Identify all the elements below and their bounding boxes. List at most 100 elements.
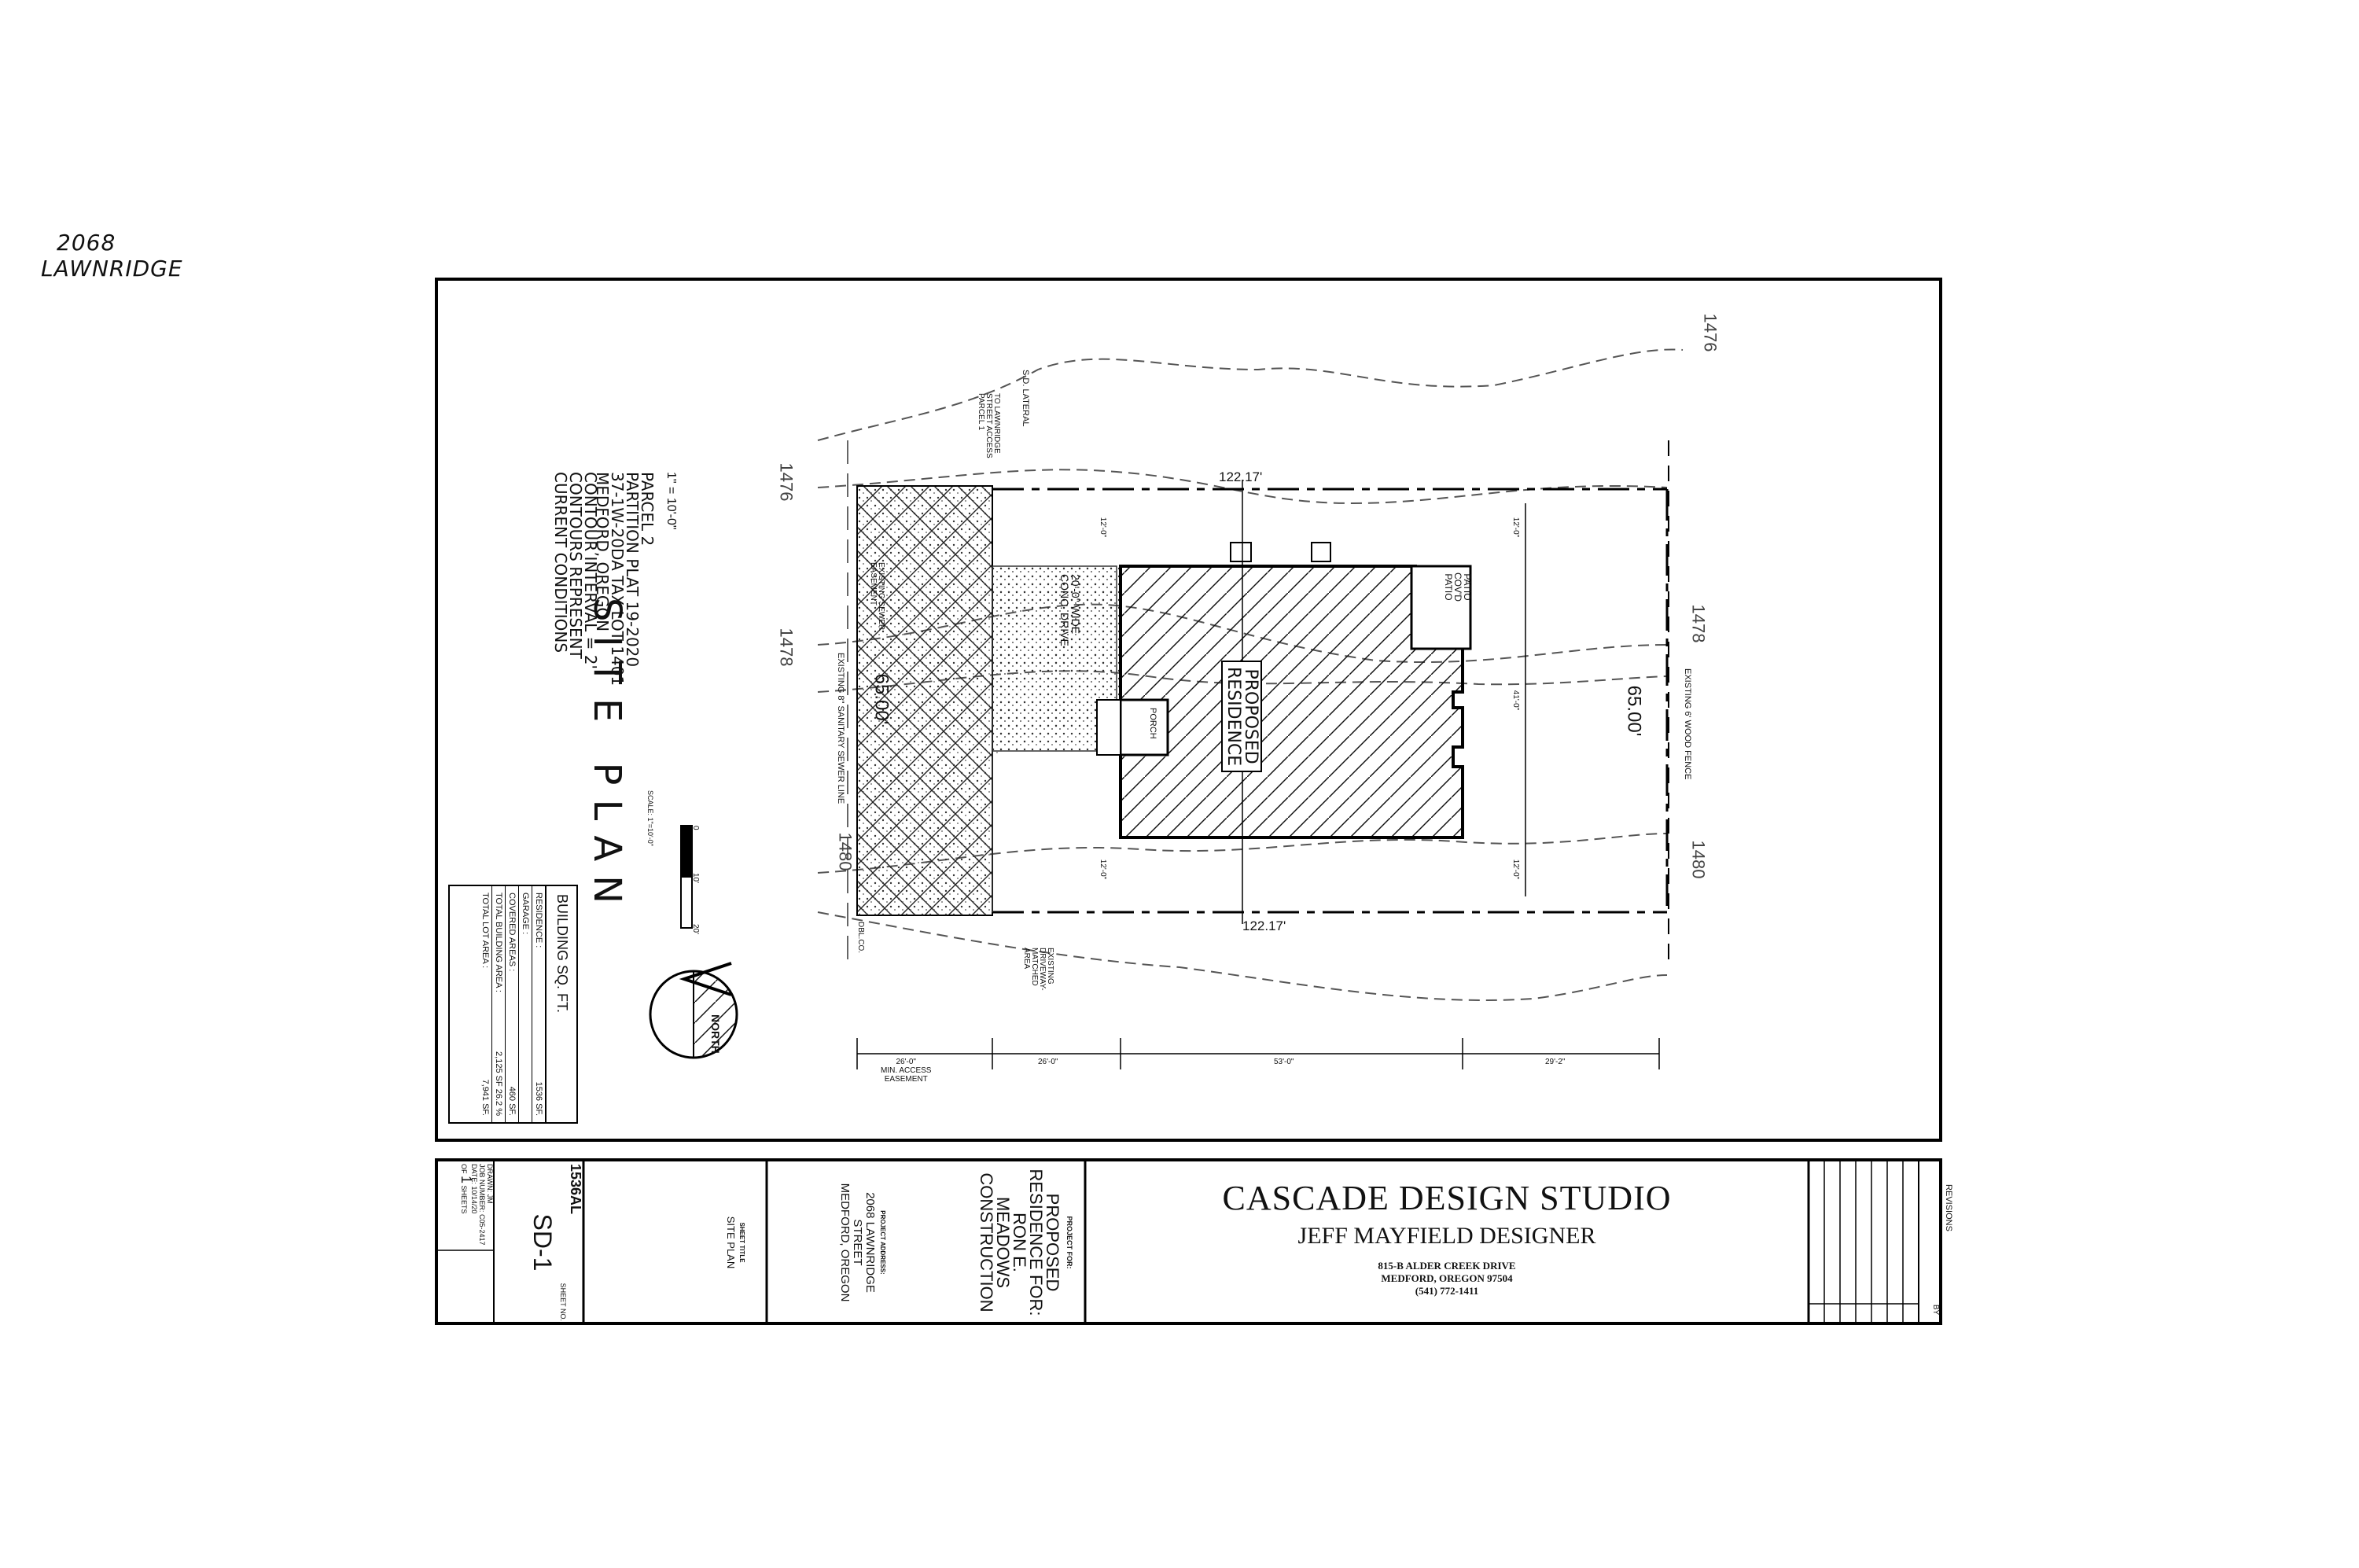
project-for-2: RESIDENCE FOR:: [1026, 1169, 1046, 1316]
site-plan: [649, 348, 1684, 1069]
lawnridge-access-3: PARCEL 1: [977, 393, 985, 431]
studio-name: CASCADE DESIGN STUDIO: [1222, 1179, 1672, 1217]
sheet-title-block: SHEET TITLE SITE PLAN: [725, 1164, 747, 1321]
legal-description: PARCEL 2 PARTITION PLAT 19-2020 37-1W-20…: [593, 472, 657, 686]
title-block: [435, 1158, 1942, 1325]
drawn-value: JM: [486, 1194, 494, 1204]
project-for-1: PROPOSED: [1043, 1193, 1062, 1292]
sewer-easement-2: EASEMENT: [869, 562, 878, 606]
sheet-number: SD-1: [528, 1213, 557, 1272]
dim-house-depth: 41'-0": [1511, 690, 1521, 711]
dim-setback-side2: 12'-0": [1099, 859, 1108, 880]
patio-label: PATIO COV'D PATIO: [1443, 572, 1473, 602]
studio-address: 815-B ALDER CREEK DRIVE MEDFORD, OREGON …: [1132, 1260, 1761, 1297]
project-address-block: PROJECT ADDRESS: 2068 LAWNRIDGE STREET M…: [838, 1164, 889, 1321]
sd-lateral-label: S.D. LATERAL: [1021, 370, 1030, 427]
sewer-line-label: EXISTING 8" SANITARY SEWER LINE: [836, 653, 845, 804]
fence-label: EXISTING 6' WOOD FENCE: [1683, 668, 1692, 780]
dim-lot-length-top: 122.17': [1219, 469, 1263, 484]
access-easement-dots: [857, 486, 992, 915]
porch-label: PORCH: [1148, 708, 1157, 739]
dim-easement-width: 65.00': [870, 673, 892, 725]
sheets-count: 1: [458, 1176, 474, 1184]
lawnridge-access-label: TO LAWNRIDGE STREET ACCESS PARCEL 1: [977, 393, 1001, 458]
job-label: JOB NUMBER:: [478, 1164, 486, 1213]
sqft-title: BUILDING SQ. FT.: [545, 886, 578, 1122]
revisions-label: REVISIONS: [1943, 1184, 1953, 1231]
project-for-3: RON E.: [1010, 1213, 1029, 1272]
sqft-table: BUILDING SQ. FT. RESIDENCE : 1536 SF. GAR…: [448, 885, 578, 1124]
contour-1476b: [817, 469, 1668, 505]
lawnridge-access-1: TO LAWNRIDGE: [992, 393, 1001, 454]
plan-number: 1536AL: [568, 1164, 583, 1215]
sqft-row2-label: GARAGE :: [521, 893, 530, 935]
porch: [1119, 698, 1169, 756]
patio-label-2: COV'D: [1452, 572, 1463, 602]
contour-1476: [817, 348, 1684, 441]
contour-label-6: 1480: [835, 832, 856, 871]
driveway-match-2: DRIVEWAY-: [1038, 948, 1047, 991]
project-for-5: CONSTRUCTION: [977, 1172, 996, 1312]
dim-seg1: 26'-0" MIN. ACCESS EASEMENT: [881, 1058, 931, 1084]
sqft-row3-label: COVERED AREAS :: [507, 893, 517, 972]
plan-scale: 1" = 10'-0": [664, 472, 678, 530]
job-value: C05-2417: [478, 1214, 486, 1246]
contour-1480: [817, 833, 1668, 874]
driveway-label-2: CONC. DRIVE: [1058, 574, 1071, 646]
sheet-title: SITE PLAN: [725, 1216, 737, 1269]
dbl-co-label: DBL.CO.: [856, 922, 865, 954]
sqft-row3-value: 460 SF.: [507, 1086, 517, 1116]
project-address-1: 2068 LAWNRIDGE: [863, 1192, 877, 1293]
lawnridge-access-2: STREET ACCESS: [984, 393, 993, 458]
dim-lot-width: 65.00': [1623, 685, 1645, 737]
dim-seg4: 29'-2": [1545, 1058, 1566, 1066]
scale-bar: [680, 825, 693, 929]
dim-seg1-note1: MIN. ACCESS: [881, 1066, 932, 1075]
dim-setback-side1: 12'-0": [1511, 859, 1521, 880]
driveway-label-1: 20'-0" WIDE: [1069, 574, 1082, 635]
by-label: BY: [1931, 1304, 1941, 1316]
contour-note-3: CURRENT CONDITIONS: [551, 472, 570, 653]
annotation-line1: 2068: [57, 230, 116, 256]
drawn-label: DRAWN:: [486, 1164, 494, 1193]
patio-label-3: PATIO: [1443, 573, 1454, 601]
sqft-row1-label: RESIDENCE :: [534, 893, 543, 948]
sqft-row1-value: 1536 SF.: [534, 1081, 543, 1116]
north-arrow: [649, 962, 738, 1059]
sewer-easement-label: EXISTING SEWER EASEMENT: [869, 562, 885, 630]
designer-name: JEFF MAYFIELD DESIGNER: [1297, 1223, 1596, 1249]
ac-unit: [1230, 542, 1252, 562]
north-label: NORTH: [709, 1014, 722, 1054]
date-value: 10/14/20: [470, 1186, 478, 1214]
project-address-2: STREET: [851, 1219, 864, 1266]
driveway-match-3: MATCHED: [1030, 948, 1039, 986]
scale-bar-zero: 0: [691, 826, 700, 830]
contour-label-4: 1478: [776, 628, 797, 667]
address-line1: 815-B ALDER CREEK DRIVE: [1378, 1260, 1516, 1272]
contour-label-5: 1480: [1688, 840, 1709, 879]
contour-label-1: 1476: [1700, 313, 1720, 352]
scale-bar-mid: 10': [691, 873, 700, 884]
residence-label-2: RESIDENCE: [1224, 667, 1243, 767]
project-address-3: MEDFORD, OREGON: [838, 1183, 852, 1302]
residence-label-1: PROPOSED: [1241, 668, 1260, 764]
hvac-unit: [1311, 542, 1331, 562]
dim-seg3: 53'-0": [1274, 1058, 1294, 1066]
driveway-label: 20'-0" WIDE CONC. DRIVE: [1058, 574, 1082, 646]
contour-label-2: 1476: [776, 462, 797, 502]
of-label: OF: [460, 1164, 468, 1174]
dim-seg1-value: 26'-0": [896, 1058, 916, 1066]
sqft-row5-value: 7,941 SF.: [480, 1079, 490, 1116]
covered-patio: [1410, 565, 1472, 650]
address-line2: MEDFORD, OREGON 97504: [1381, 1272, 1513, 1284]
contour-note: CONTOUR INTERVAL = 2' CONTOURS REPRESENT…: [551, 472, 600, 669]
project-for-4: MEADOWS: [993, 1196, 1013, 1289]
sheet-title-label: SHEET TITLE: [738, 1222, 745, 1263]
patio-label-1: PATIO: [1462, 573, 1473, 601]
sheet-number-block: 1536AL SHEET NO. SD-1: [528, 1164, 583, 1321]
sqft-row4-value: 2,125 SF 26.2 %: [494, 1051, 503, 1116]
plan-border: [435, 278, 1942, 1142]
dim-seg2: 26'-0": [1038, 1058, 1058, 1066]
driveway-match-4: AREA: [1022, 948, 1031, 970]
